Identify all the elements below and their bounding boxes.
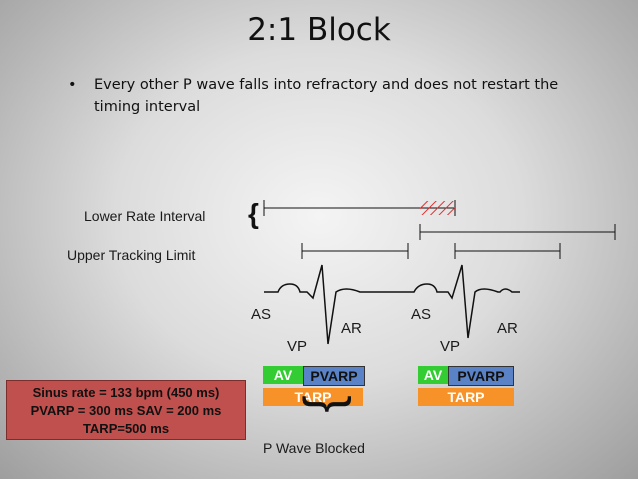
ecg-waveform: [264, 264, 520, 345]
info-line-tarp: TARP=500 ms: [82, 421, 170, 436]
as-label-2: AS: [411, 306, 432, 323]
as-label-1: AS: [251, 306, 272, 323]
info-line-sinus-rate: Sinus rate = 133 bpm (450 ms): [32, 385, 220, 400]
upper-tracking-limit-bar-2: [454, 243, 561, 259]
vp-label-2: VP: [440, 338, 461, 355]
tarp-box-1: TARP: [263, 388, 363, 406]
upper-tracking-limit-bar-1: [301, 243, 409, 259]
p-wave-blocked-label: P Wave Blocked: [263, 440, 365, 456]
settings-info-box: Sinus rate = 133 bpm (450 ms) PVARP = 30…: [6, 380, 246, 440]
bullet-marker: •: [68, 77, 77, 93]
pvarp-box-1: PVARP: [303, 366, 365, 386]
vp-label-1: VP: [287, 338, 308, 355]
p-wave-blocked-brace: }: [301, 395, 360, 413]
bullet-list: • Every other P wave falls into refracto…: [68, 74, 568, 118]
ar-label-1: AR: [341, 320, 362, 337]
hatched-region: [420, 201, 455, 215]
info-line-pvarp-sav: PVARP = 300 ms SAV = 200 ms: [30, 403, 222, 418]
tarp-box-2: TARP: [418, 388, 514, 406]
slide-title: 2:1 Block: [247, 12, 391, 48]
ar-label-2: AR: [497, 320, 518, 337]
upper-tracking-limit-label: Upper Tracking Limit: [67, 247, 196, 263]
pvarp-box-2: PVARP: [448, 366, 514, 386]
lower-rate-interval-label: Lower Rate Interval: [84, 208, 206, 224]
av-box-2: AV: [418, 366, 448, 384]
bullet-text: Every other P wave falls into refractory…: [94, 77, 559, 115]
interval-brace: {: [248, 198, 259, 229]
lower-rate-interval-bar-2: [419, 224, 616, 240]
av-box-1: AV: [263, 366, 303, 384]
